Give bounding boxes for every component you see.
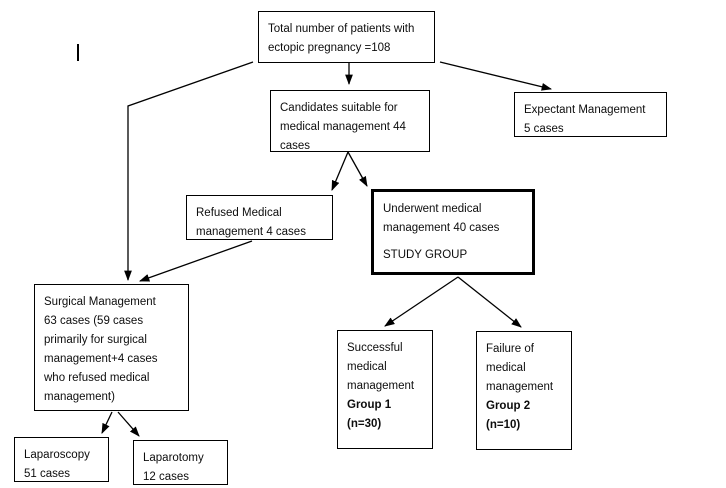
surgical-management-box-text: Surgical Management 63 cases (59 cases p… <box>44 296 158 403</box>
successful-medical-management-box-group-label: Group 1 <box>347 399 392 411</box>
laparoscopy-box: Laparoscopy 51 cases <box>14 437 109 482</box>
total-patients-box-text: Total number of patients with ectopic pr… <box>268 23 415 54</box>
edge-underwent-to-success <box>384 276 459 327</box>
candidates-medical-management-box-text: Candidates suitable for medical manageme… <box>280 102 406 152</box>
successful-medical-management-box-text: Successful medical management <box>347 342 415 392</box>
expectant-management-box: Expectant Management 5 cases <box>514 92 667 137</box>
edge-total-to-surgical <box>124 61 254 282</box>
successful-medical-management-box-group-count: (n=30) <box>347 418 382 430</box>
edge-candidates-to-refused <box>331 151 349 191</box>
refused-medical-management-box-text: Refused Medical management 4 cases <box>196 207 306 238</box>
total-patients-box: Total number of patients with ectopic pr… <box>258 11 435 63</box>
laparoscopy-box-text: Laparoscopy 51 cases <box>24 449 90 480</box>
stray-tick-mark <box>77 44 79 61</box>
edge-candidates-to-underwent <box>347 151 368 187</box>
underwent-medical-management-study-group-box-subtext: STUDY GROUP <box>383 249 468 261</box>
underwent-medical-management-study-group-box-spacer <box>383 238 523 246</box>
edge-surgical-to-laparoscopy <box>101 411 113 434</box>
edge-underwent-to-failure <box>457 276 522 328</box>
failure-medical-management-box-text: Failure of medical management <box>486 343 554 393</box>
surgical-management-box: Surgical Management 63 cases (59 cases p… <box>34 284 189 411</box>
edge-total-to-expectant <box>439 61 553 91</box>
refused-medical-management-box: Refused Medical management 4 cases <box>186 195 333 240</box>
laparotomy-box: Laparotomy 12 cases <box>133 440 228 485</box>
candidates-medical-management-box: Candidates suitable for medical manageme… <box>270 90 430 152</box>
edge-surgical-to-laparotomy <box>117 411 140 437</box>
failure-medical-management-box-group-label: Group 2 (n=10) <box>486 400 531 431</box>
underwent-medical-management-study-group-box-text: Underwent medical management 40 cases <box>383 203 500 234</box>
expectant-management-box-text: Expectant Management 5 cases <box>524 104 646 135</box>
edge-refused-to-surgical <box>139 240 253 282</box>
laparotomy-box-text: Laparotomy 12 cases <box>143 452 204 483</box>
